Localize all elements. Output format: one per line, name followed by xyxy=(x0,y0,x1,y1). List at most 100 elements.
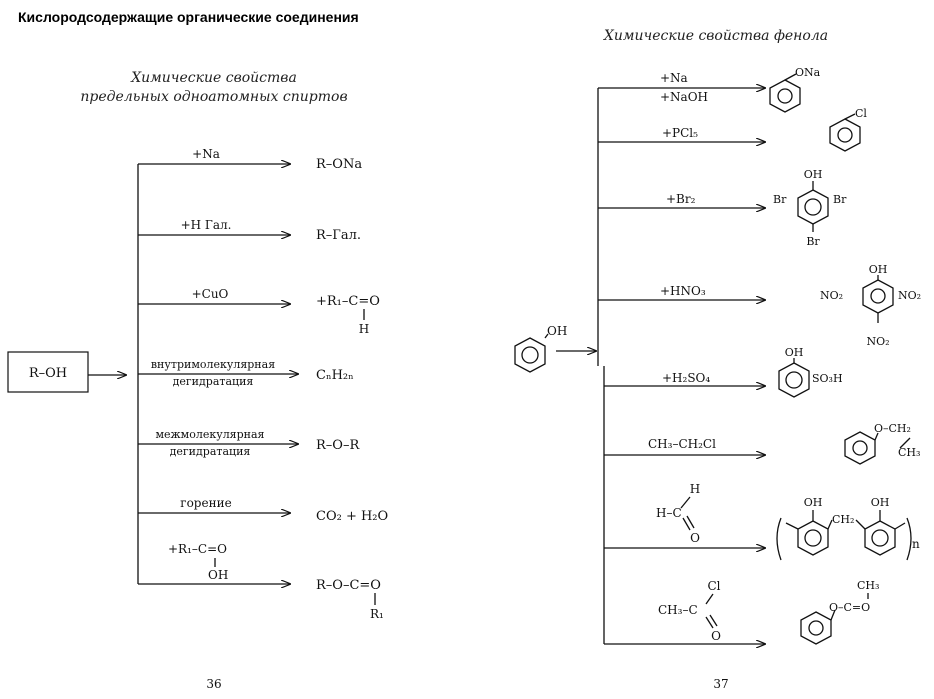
alcohol-reagent: межмолекулярная xyxy=(155,428,264,441)
phenol-product-label: OH xyxy=(804,168,823,181)
phenol-product-label: Br xyxy=(773,193,787,206)
alcohol-reagent: +CuO xyxy=(192,287,229,301)
benzene-ring-circle xyxy=(852,440,868,456)
phenol-product-label: CH₃ xyxy=(898,446,920,459)
benzene-ring-circle xyxy=(870,288,886,304)
bond-line xyxy=(827,519,833,530)
alcohol-reagent: внутримолекулярная xyxy=(151,358,275,371)
left-title-line1: Химические свойства xyxy=(130,70,297,86)
bond-line xyxy=(785,522,799,530)
phenol-reagent-line2: +NaOH xyxy=(660,90,708,104)
alcohol-product: R–O–C=O xyxy=(316,578,381,593)
alcohol-reactant-box xyxy=(7,351,89,393)
benzene-ring xyxy=(769,79,801,113)
bond-line xyxy=(680,496,691,509)
alcohol-product-extra: R₁ xyxy=(370,607,384,621)
phenol-product-label: SO₃H xyxy=(812,372,843,385)
phenol-product-label: O–CH₂ xyxy=(874,422,911,435)
phenol-reagent-label: H xyxy=(690,482,700,496)
left-page-alcohols: Химические свойства предельных одноатомн… xyxy=(7,70,388,691)
phenol-product-label: CH₂ xyxy=(832,513,854,526)
bond-line xyxy=(686,515,695,529)
phenol-reagent: +H₂SO₄ xyxy=(662,371,710,385)
phenol-product-label: Br xyxy=(806,235,820,248)
phenol-product-label: NO₂ xyxy=(898,289,921,302)
page-number-right: 37 xyxy=(713,677,728,691)
benzene-ring-circle xyxy=(871,529,889,547)
benzene-ring-circle xyxy=(837,127,853,143)
phenol-product-label: OH xyxy=(804,496,823,509)
phenol-product-label: OH xyxy=(869,263,888,276)
benzene-ring-circle xyxy=(777,88,793,104)
phenol-reagent-label: H–C xyxy=(656,506,682,520)
benzene-ring xyxy=(864,520,896,556)
benzene-ring xyxy=(844,431,876,465)
phenol-product-label: O–C=O xyxy=(829,601,870,614)
alcohol-reagent-line2: дегидратация xyxy=(170,445,251,458)
left-title-line2: предельных одноатомных спиртов xyxy=(80,89,347,105)
alcohol-reagent: горение xyxy=(180,496,231,510)
phenol-product-label: NO₂ xyxy=(820,289,843,302)
phenol-reactant-label: OH xyxy=(547,324,567,338)
alcohol-product: CₙH₂ₙ xyxy=(316,368,354,383)
alcohol-product: CO₂ + H₂O xyxy=(316,509,388,524)
benzene-ring xyxy=(800,611,832,645)
benzene-ring-circle xyxy=(804,529,822,547)
benzene-ring xyxy=(797,520,829,556)
phenol-product-label: ONa xyxy=(795,66,821,79)
bond-line xyxy=(705,593,714,605)
phenol-reagent: +Br₂ xyxy=(666,192,696,206)
phenol-reagent: +Na xyxy=(660,71,688,85)
section-header: Кислородсодержащие органические соединен… xyxy=(18,9,359,25)
benzene-ring-circle xyxy=(808,620,824,636)
benzene-ring-circle xyxy=(785,371,803,389)
bond-line xyxy=(899,437,911,449)
bond-line xyxy=(830,609,836,621)
alcohol-product: R–ONa xyxy=(316,157,362,172)
alcohol-product: R–Гал. xyxy=(316,228,361,243)
benzene-ring xyxy=(862,279,894,314)
alcohol-reagent: +H Гал. xyxy=(181,218,232,232)
alcohol-product: +R₁–C=O xyxy=(316,294,380,309)
benzene-ring-circle xyxy=(521,346,539,364)
alcohol-reagent-line2: OH xyxy=(208,568,228,582)
alcohol-reactant-label: R–OH xyxy=(29,366,67,381)
bond-line xyxy=(705,616,714,629)
phenol-reagent-label: O xyxy=(690,531,700,545)
phenol-product-label: Cl xyxy=(855,107,867,120)
phenol-reagent-label: O xyxy=(711,629,721,643)
benzene-ring xyxy=(829,118,861,152)
phenol-reagent-label: CH₃–C xyxy=(658,603,698,617)
phenol-product-label: CH₃ xyxy=(857,579,879,592)
polymer-bracket-left xyxy=(776,517,782,561)
phenol-product-label: n xyxy=(912,537,920,551)
page-number-left: 36 xyxy=(206,677,221,691)
bond-line xyxy=(784,73,797,81)
phenol-reagent: CH₃–CH₂Cl xyxy=(648,437,716,451)
benzene-ring xyxy=(797,189,829,225)
polymer-bracket-right xyxy=(906,517,912,561)
alcohol-product: R–O–R xyxy=(316,438,360,453)
bond-line xyxy=(874,432,879,441)
benzene-ring xyxy=(514,337,546,373)
phenol-reagent-label: Cl xyxy=(707,579,720,593)
phenol-product-label: OH xyxy=(785,346,804,359)
alcohol-product-extra: H xyxy=(359,322,369,336)
phenol-reagent: +PCl₅ xyxy=(662,126,698,140)
alcohol-reagent: +R₁–C=O xyxy=(168,542,227,556)
right-page-phenol: Химические свойства фенола OH +Na +NaOH … xyxy=(514,28,921,691)
bond-line xyxy=(544,333,549,339)
bond-line xyxy=(894,522,906,530)
benzene-ring xyxy=(778,362,810,398)
alcohol-reagent: +Na xyxy=(192,147,220,161)
bond-line xyxy=(855,519,866,530)
phenol-product-label: Br xyxy=(833,193,847,206)
benzene-ring-circle xyxy=(804,198,822,216)
right-title: Химические свойства фенола xyxy=(603,28,828,44)
bond-line xyxy=(844,113,856,120)
phenol-product-label: OH xyxy=(871,496,890,509)
phenol-reagent: +HNO₃ xyxy=(660,284,706,298)
phenol-product-label: NO₂ xyxy=(866,335,889,348)
